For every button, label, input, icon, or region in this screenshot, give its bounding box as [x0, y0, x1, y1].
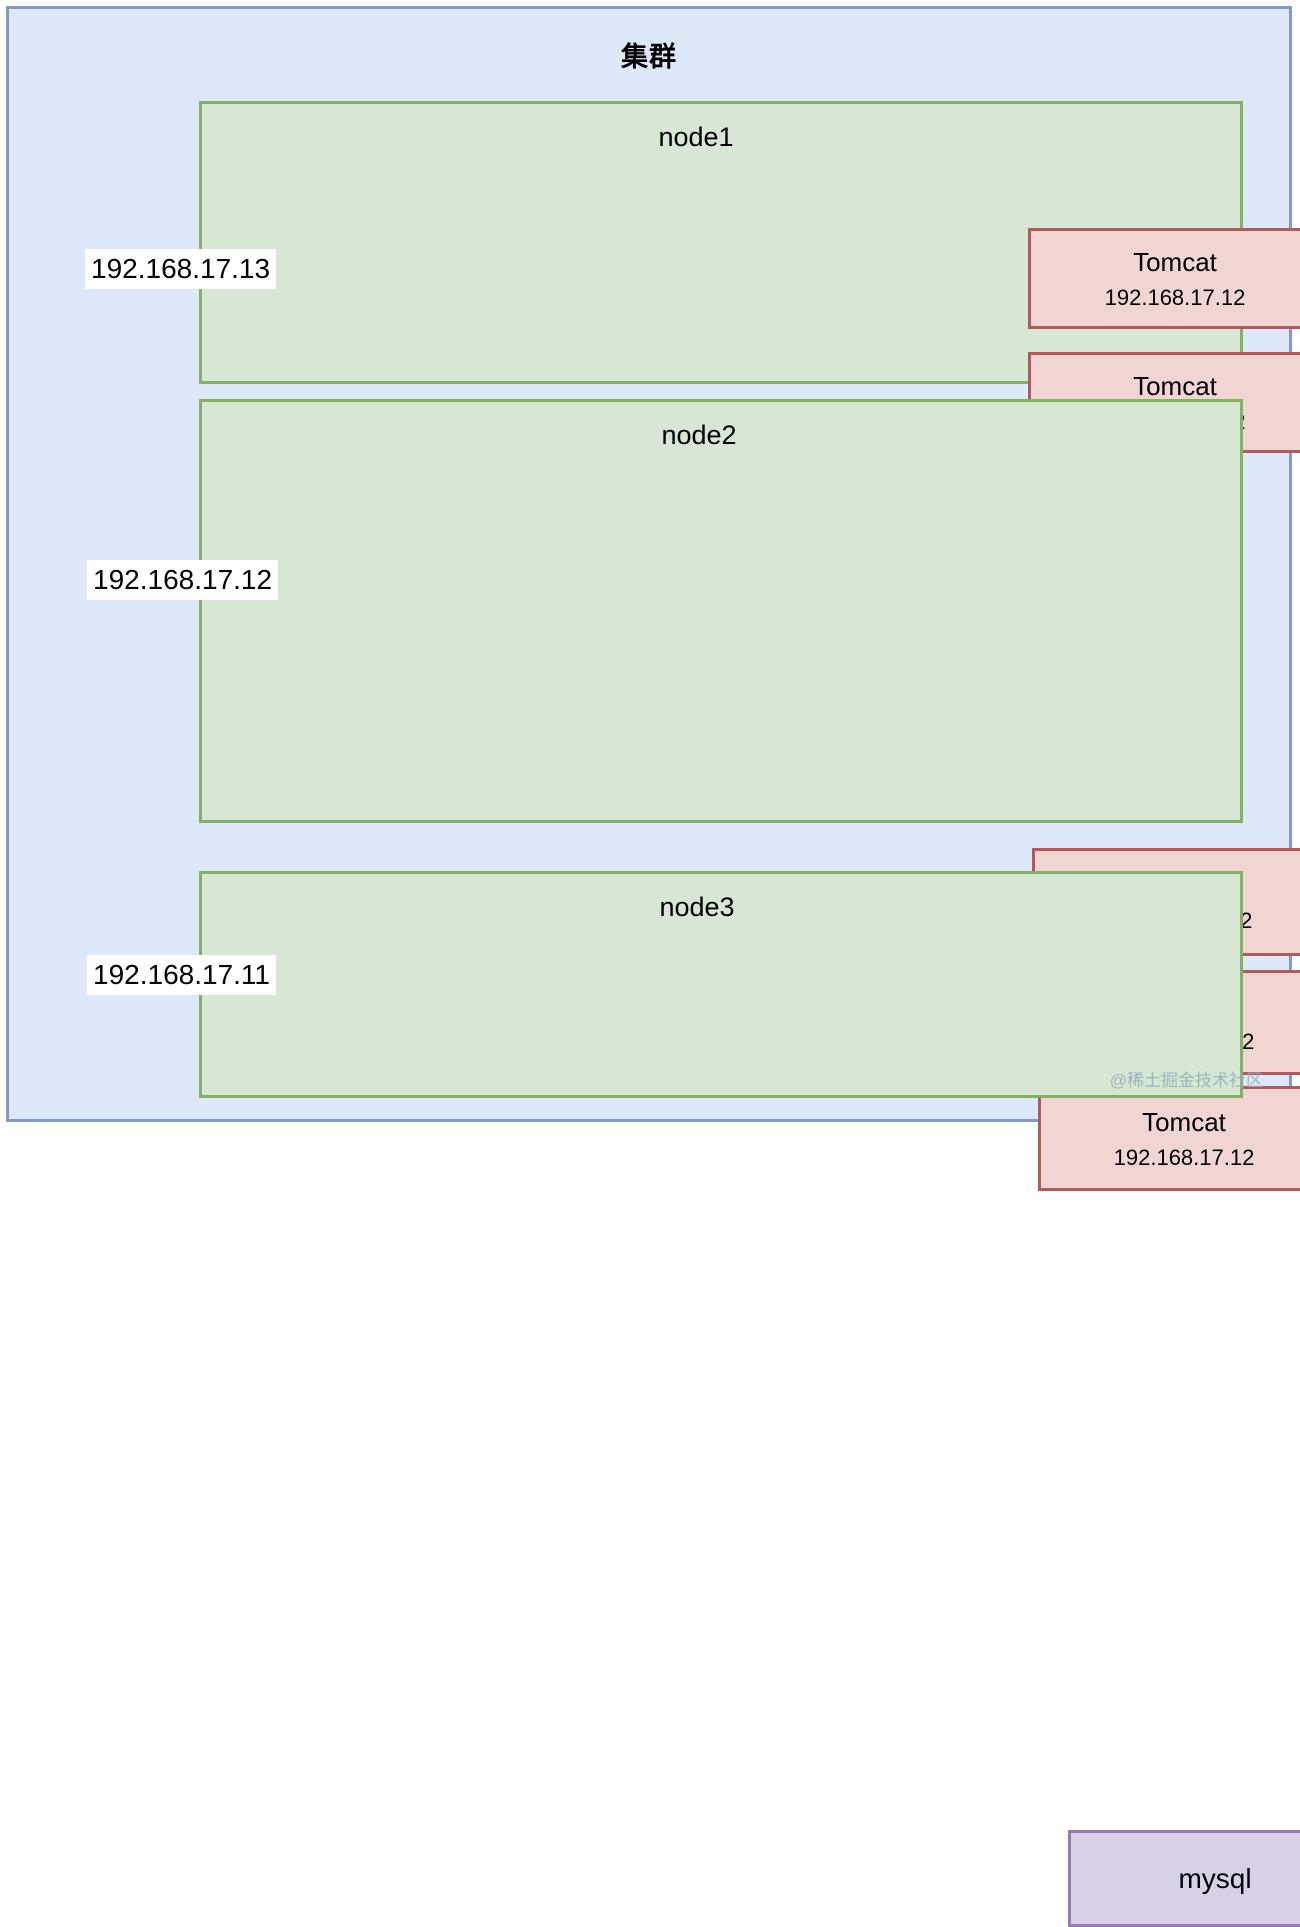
service-box-tomcat: Tomcat 192.168.17.12 — [1028, 228, 1300, 329]
ip-label-node1: 192.168.17.13 — [85, 249, 277, 289]
ip-label-node2: 192.168.17.12 — [87, 560, 279, 600]
cluster-container: 集群 node1 Tomcat 192.168.17.12 Tomcat 192… — [6, 6, 1300, 1927]
node-label-node3: node3 — [659, 892, 735, 922]
node-panel-node2: node2 Tomcat 192.168.17.12 …… 192.168.17… — [199, 399, 1300, 1191]
cluster-title: 集群 — [621, 42, 677, 72]
service-name: mysql — [1178, 1862, 1252, 1894]
service-name: Tomcat — [1133, 246, 1217, 277]
ip-label-node3: 192.168.17.11 — [87, 955, 276, 995]
service-box-mysql: mysql — [1068, 1830, 1300, 1927]
service-box-tomcat: Tomcat 192.168.17.12 — [1038, 1086, 1300, 1191]
service-name: Tomcat — [1142, 1106, 1226, 1137]
watermark: @稀土掘金技术社区 — [1109, 1071, 1263, 1090]
service-ip: 192.168.17.12 — [1113, 1144, 1255, 1170]
node-panel-node3: node3 mysql — [199, 871, 1300, 1927]
node-panel-node1: node1 Tomcat 192.168.17.12 Tomcat 192.16… — [199, 101, 1300, 453]
node-label-node2: node2 — [661, 420, 737, 450]
node-label-node1: node1 — [658, 122, 734, 152]
service-ip: 192.168.17.12 — [1104, 284, 1246, 310]
service-name: Tomcat — [1133, 370, 1217, 401]
